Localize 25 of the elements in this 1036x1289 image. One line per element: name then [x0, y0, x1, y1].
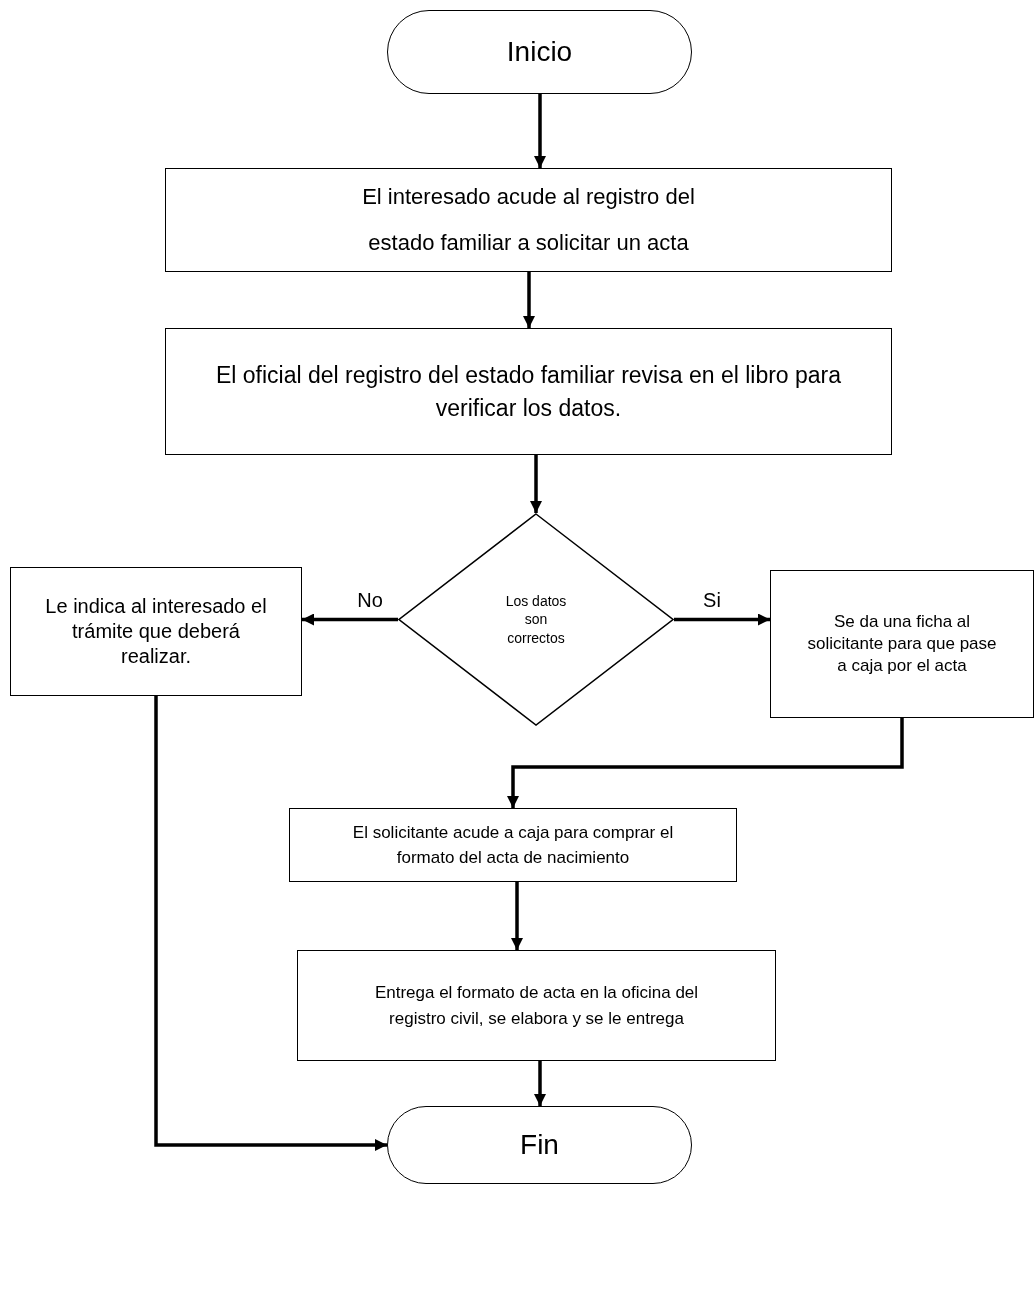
arrow — [154, 696, 387, 1151]
arrow — [511, 882, 523, 950]
node-text: Se da una ficha al solicitante para que pase a caja por el acta — [806, 610, 998, 678]
arrow — [507, 718, 904, 808]
node-text: El interesado acude al registro del estado familiar a solicitar un acta — [361, 182, 696, 257]
node-text: El oficial del registro del estado familiar revisa en el libro para verificar los datos. — [214, 361, 843, 423]
process-box — [165, 328, 892, 455]
arrow — [302, 613, 398, 626]
decision-diamond — [398, 513, 674, 726]
process-box — [165, 168, 892, 272]
process-box — [770, 570, 1034, 718]
node-text: Le indica al interesado el trámite que deberá realizar. — [44, 594, 268, 669]
node-text: El solicitante acude a caja para comprar el formato del acta de nacimiento — [351, 821, 675, 869]
node-text: Fin — [520, 1127, 559, 1162]
process-box — [289, 808, 737, 882]
node-text: Los datos son correctos — [504, 592, 568, 647]
arrow — [530, 455, 542, 513]
arrow — [534, 1061, 546, 1106]
arrow — [523, 272, 535, 328]
arrow — [534, 94, 546, 168]
process-box — [10, 567, 302, 696]
node-text: Inicio — [506, 34, 573, 69]
node-text: Entrega el formato de acta en la oficina del registro civil, se elabora y se le entrega — [373, 982, 700, 1030]
arrow — [674, 613, 770, 626]
process-box — [297, 950, 776, 1061]
